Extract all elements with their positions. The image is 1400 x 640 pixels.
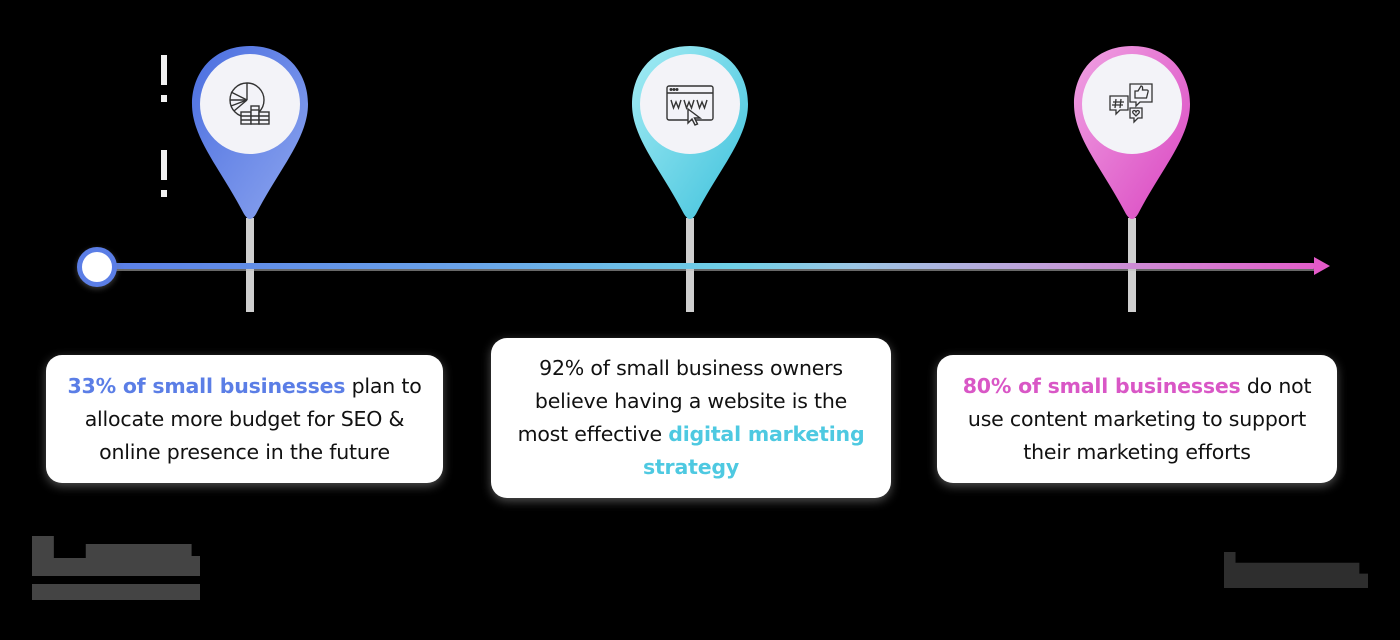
stat-body-text: 92% of small business owners believe hav… [517,356,848,446]
stat-card-text: 33% of small businesses plan to allocate… [62,370,427,469]
timeline-line [96,263,1316,271]
pin-icon-circle [640,54,740,154]
pin-icon-circle [1082,54,1182,154]
stat-card-2: 92% of small business owners believe hav… [491,338,891,498]
stat-highlight: digital marketing strategy [642,422,865,479]
logo-wordmark-obscured [32,536,200,576]
stat-highlight: 80% of small businesses [962,373,1241,398]
pin-icon-circle [200,54,300,154]
stat-highlight: 33% of small businesses [67,373,346,398]
map-pin-3 [1066,38,1198,228]
brand-logo-left [32,536,200,600]
pie-chart-coins-icon [229,82,270,125]
stat-body-text: do not use content marketing to support … [967,373,1312,464]
logo-tagline-obscured [32,584,200,600]
brand-logo-right [1224,552,1368,588]
timeline [96,257,1330,275]
stat-card-1: 33% of small businesses plan to allocate… [46,355,443,483]
dashed-guide-line [161,55,167,233]
timeline-start-node [77,247,117,287]
www-browser-cursor-icon [666,85,714,126]
social-chat-hashtag-like-icon [1109,83,1153,124]
stat-body-text: plan to allocate more budget for SEO & o… [84,373,422,464]
stat-card-3: 80% of small businesses do not use conte… [937,355,1337,483]
map-pin-2 [624,38,756,228]
stat-card-text: 92% of small business owners believe hav… [507,352,875,484]
map-pin-1 [184,38,316,228]
stat-card-text: 80% of small businesses do not use conte… [953,370,1321,469]
arrow-right-icon [1314,257,1330,275]
